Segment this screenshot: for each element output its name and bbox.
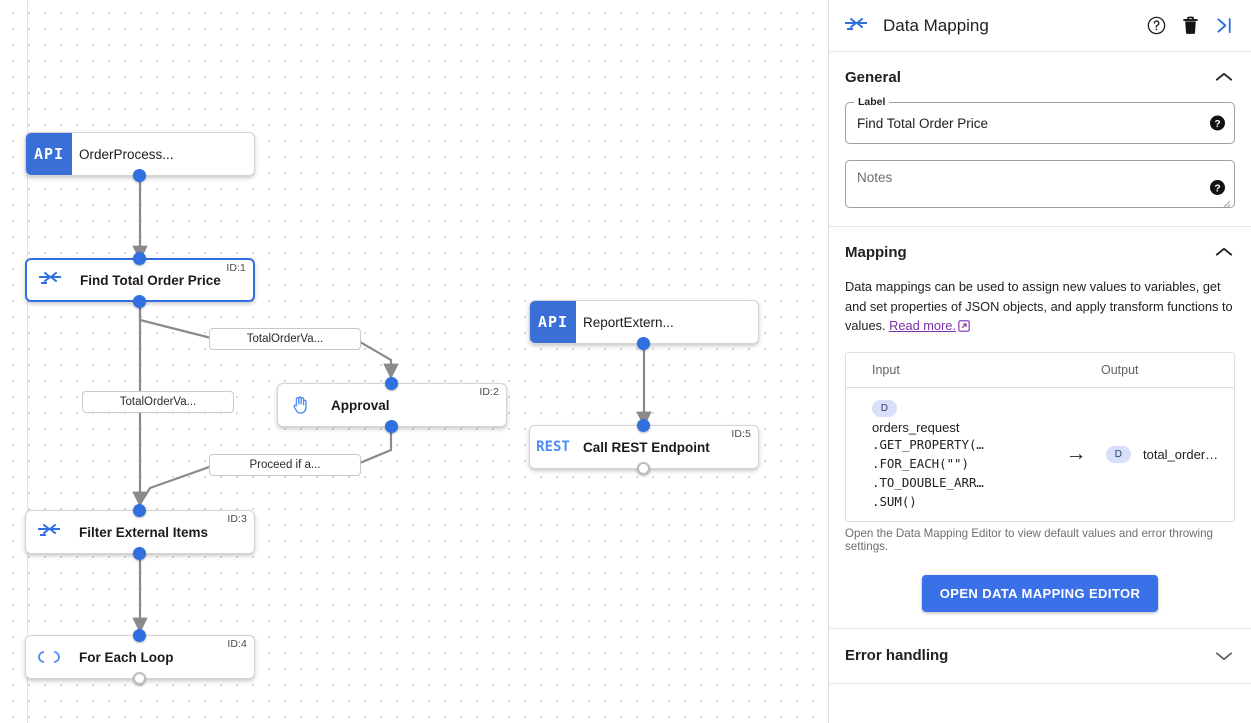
section-title: Mapping xyxy=(845,243,907,261)
workflow-canvas[interactable]: API OrderProcess... Find Total Order Pri… xyxy=(0,0,828,723)
node-report-external[interactable]: API ReportExtern... xyxy=(529,300,759,344)
section-general-header[interactable]: General xyxy=(845,66,1235,88)
node-title: Call REST Endpoint xyxy=(583,439,710,455)
notes-placeholder: Notes xyxy=(857,170,893,185)
hand-icon xyxy=(278,384,324,426)
node-port-out[interactable] xyxy=(385,420,398,433)
svg-text:?: ? xyxy=(1214,183,1220,194)
resize-handle[interactable] xyxy=(1221,195,1231,208)
node-port-out[interactable] xyxy=(637,337,650,350)
output-variable: total_order… xyxy=(1143,446,1219,462)
node-port-out[interactable] xyxy=(133,547,146,560)
mapping-footnote: Open the Data Mapping Editor to view def… xyxy=(845,526,1213,553)
collapse-panel-icon[interactable] xyxy=(1209,11,1239,41)
mapping-description-text: Data mappings can be used to assign new … xyxy=(845,279,1233,333)
edge-label[interactable]: TotalOrderVa... xyxy=(82,391,234,413)
mapping-table: Input Output D orders_request .GET_PROPE… xyxy=(845,351,1235,522)
input-operation: .FOR_EACH("") xyxy=(872,455,969,471)
node-port-out[interactable] xyxy=(133,169,146,182)
node-call-rest-endpoint[interactable]: REST Call REST Endpoint ID:5 xyxy=(529,425,759,469)
section-general: General Label Find Total Order Price ? xyxy=(829,52,1251,227)
data-mapping-icon xyxy=(843,17,869,34)
input-operation: .GET_PROPERTY(… xyxy=(872,436,984,452)
mapping-output-cell: D total_order… xyxy=(1106,445,1234,463)
node-id-label: ID:3 xyxy=(227,513,247,525)
data-mapping-icon xyxy=(26,511,72,553)
rest-badge: REST xyxy=(536,439,570,455)
section-title: Error handling xyxy=(845,647,949,664)
node-id-label: ID:5 xyxy=(731,428,751,440)
mapping-button-row: OPEN DATA MAPPING EDITOR xyxy=(845,574,1235,612)
read-more-link[interactable]: Read more. xyxy=(889,318,956,333)
node-title: For Each Loop xyxy=(79,649,174,665)
chevron-up-icon[interactable] xyxy=(1213,241,1235,263)
node-port-out[interactable] xyxy=(133,672,146,685)
node-port-in[interactable] xyxy=(133,252,146,265)
input-operation: .TO_DOUBLE_ARR… xyxy=(872,474,984,490)
node-approval[interactable]: Approval ID:2 xyxy=(277,383,507,427)
node-port-in[interactable] xyxy=(637,419,650,432)
table-row[interactable]: D orders_request .GET_PROPERTY(… .FOR_EA… xyxy=(846,388,1234,521)
section-mapping-header[interactable]: Mapping xyxy=(845,241,1235,263)
input-operation: .SUM() xyxy=(872,493,917,509)
section-error-handling[interactable]: Error handling xyxy=(829,627,1251,684)
api-badge: API xyxy=(530,301,576,343)
external-link-icon[interactable] xyxy=(958,320,970,335)
node-title: Approval xyxy=(331,397,390,413)
panel-header: Data Mapping xyxy=(829,0,1251,52)
help-icon[interactable]: ? xyxy=(1210,180,1225,195)
node-id-label: ID:1 xyxy=(226,262,246,274)
input-type-badge: D xyxy=(872,399,897,417)
node-title: Find Total Order Price xyxy=(80,272,221,288)
delete-icon[interactable] xyxy=(1175,11,1205,41)
help-icon[interactable]: ? xyxy=(1210,115,1225,131)
input-variable: orders_request xyxy=(872,419,960,435)
workflow-edges xyxy=(132,176,652,634)
label-field[interactable]: Label Find Total Order Price ? xyxy=(845,96,1235,144)
node-order-process[interactable]: API OrderProcess... xyxy=(25,132,255,176)
mapping-input-cell: D orders_request .GET_PROPERTY(… .FOR_EA… xyxy=(846,388,1046,521)
column-header-output: Output xyxy=(1101,362,1139,377)
edge-label[interactable]: TotalOrderVa... xyxy=(209,328,361,350)
node-port-in[interactable] xyxy=(133,504,146,517)
node-title: OrderProcess... xyxy=(79,146,174,162)
node-port-in[interactable] xyxy=(133,629,146,642)
node-id-label: ID:4 xyxy=(227,638,247,650)
node-title: Filter External Items xyxy=(79,524,209,540)
mapping-table-header: Input Output xyxy=(846,353,1234,388)
label-field-value: Find Total Order Price xyxy=(857,115,989,131)
node-id-label: ID:2 xyxy=(479,386,499,398)
api-badge: API xyxy=(26,133,72,175)
node-port-in[interactable] xyxy=(385,377,398,390)
chevron-down-icon[interactable] xyxy=(1213,645,1235,667)
node-title: ReportExtern... xyxy=(583,314,674,330)
output-type-badge: D xyxy=(1106,445,1131,463)
help-icon[interactable] xyxy=(1141,11,1171,41)
mapping-arrow-icon: → xyxy=(1065,442,1087,465)
edge-label[interactable]: Proceed if a... xyxy=(209,454,361,476)
canvas-left-rule xyxy=(27,0,28,723)
node-port-out[interactable] xyxy=(133,295,146,308)
page-title: Data Mapping xyxy=(883,15,989,35)
mapping-description: Data mappings can be used to assign new … xyxy=(845,277,1235,338)
section-mapping: Mapping Data mappings can be used to ass… xyxy=(829,227,1251,628)
chevron-up-icon[interactable] xyxy=(1213,66,1235,88)
node-filter-external-items[interactable]: Filter External Items ID:3 xyxy=(25,510,255,554)
loop-icon xyxy=(26,636,72,678)
column-header-input: Input xyxy=(872,362,900,377)
properties-panel: Data Mapping xyxy=(828,0,1251,723)
section-title: General xyxy=(845,68,901,86)
label-field-legend: Label xyxy=(854,96,890,108)
data-mapping-icon xyxy=(27,260,73,300)
node-port-out[interactable] xyxy=(637,462,650,475)
svg-text:?: ? xyxy=(1214,119,1220,130)
notes-field[interactable]: Notes ? xyxy=(845,160,1235,208)
open-data-mapping-editor-button[interactable]: OPEN DATA MAPPING EDITOR xyxy=(921,574,1159,612)
